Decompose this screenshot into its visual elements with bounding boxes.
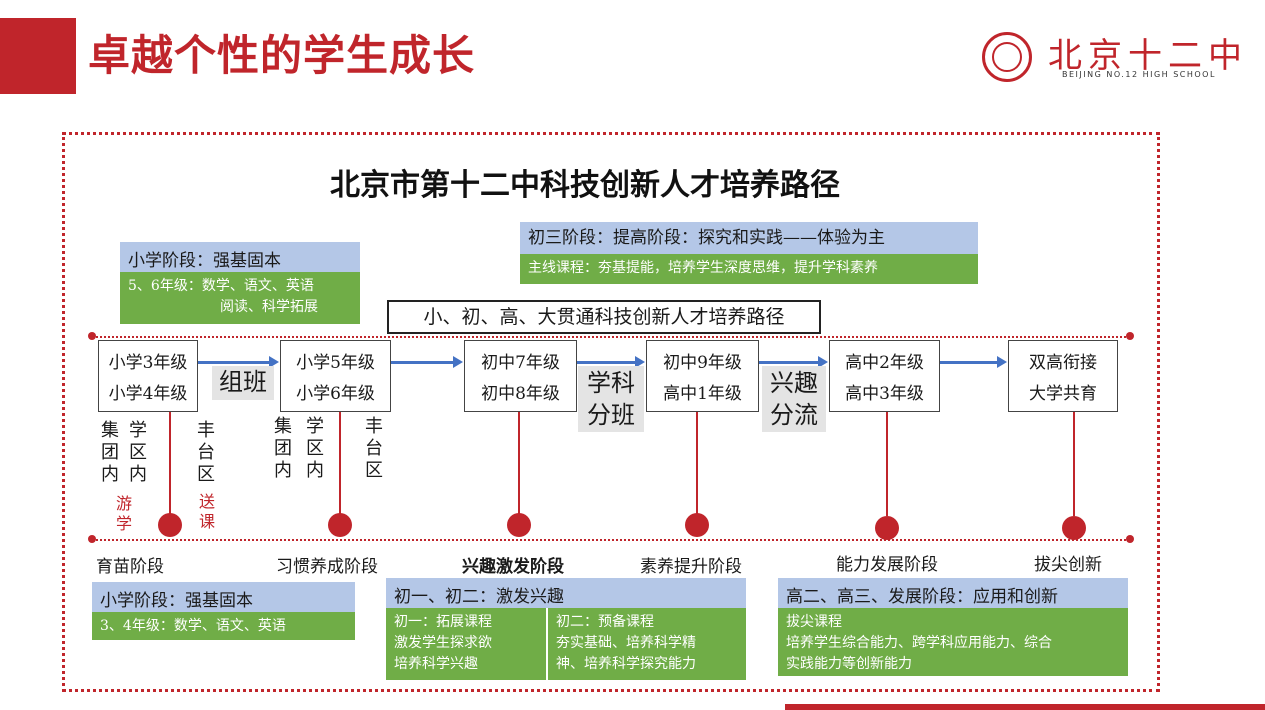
top-left-body-line1: 5、6年级：数学、语文、英语 [128, 278, 314, 294]
stem-4 [696, 412, 698, 516]
stem-2 [339, 412, 341, 516]
red-label-send-course: 送课 [198, 492, 215, 531]
connector-subject-class: 学科分班 [578, 366, 644, 432]
grade-box-4-line1: 初中9年级 [663, 352, 742, 373]
grade-box-3: 初中7年级 初中8年级 [464, 340, 577, 412]
bottom-mid-col1-line3: 培养科学兴趣 [394, 656, 478, 672]
vertical-label-6: 丰台区 [365, 416, 383, 481]
stage-label-2: 习惯养成阶段 [276, 557, 378, 577]
school-logo-english: BEIJING NO.12 HIGH SCHOOL [1062, 70, 1216, 79]
top-left-header: 小学阶段：强基固本 [120, 242, 360, 272]
grade-box-6-line2: 大学共育 [1029, 384, 1097, 405]
diagram-frame [62, 132, 1160, 692]
vertical-label-3: 丰台区 [197, 420, 215, 485]
school-logo-chinese: 北京十二中 [1048, 36, 1248, 76]
bottom-guide-end-left [88, 535, 96, 543]
stage-node-5 [875, 516, 899, 540]
grade-box-5: 高中2年级 高中3年级 [829, 340, 940, 412]
grade-box-6: 双高衔接 大学共育 [1008, 340, 1118, 412]
stem-3 [518, 412, 520, 516]
grade-box-1-line1: 小学3年级 [108, 352, 188, 373]
bottom-mid-header: 初一、初二：激发兴趣 [386, 578, 746, 608]
arrow-4 [759, 356, 828, 368]
bottom-left-body: 3、4年级：数学、语文、英语 [92, 612, 355, 640]
diagram-title: 北京市第十二中科技创新人才培养路径 [330, 168, 840, 203]
grade-box-3-line2: 初中8年级 [481, 384, 560, 405]
vertical-label-4: 集团内 [274, 416, 292, 481]
bottom-mid-col1: 初一：拓展课程 激发学生探求欲 培养科学兴趣 [386, 608, 546, 680]
arrow-2 [391, 356, 463, 368]
stage-label-1: 育苗阶段 [96, 557, 164, 577]
stage-node-3 [507, 513, 531, 537]
top-guide-end-right [1126, 332, 1134, 340]
grade-box-2-line1: 小学5年级 [296, 352, 375, 373]
red-label-study-tour: 游学 [115, 494, 132, 533]
stage-node-6 [1062, 516, 1086, 540]
vertical-label-5: 学区内 [306, 416, 324, 481]
connector-group-class: 组班 [212, 366, 274, 400]
bottom-guide-line [92, 539, 1130, 541]
arrow-5 [940, 356, 1007, 368]
arrow-3 [577, 356, 645, 368]
bottom-mid-col1-line1: 初一：拓展课程 [394, 614, 492, 630]
bottom-right-body-line1: 拔尖课程 [786, 614, 842, 630]
top-right-header: 初三阶段：提高阶段：探究和实践——体验为主 [520, 222, 978, 254]
bottom-mid-col2-line3: 神、培养科学探究能力 [556, 656, 696, 672]
stage-node-4 [685, 513, 709, 537]
bottom-right-body-line2: 培养学生综合能力、跨学科应用能力、综合 [786, 635, 1052, 651]
bottom-left-header: 小学阶段：强基固本 [92, 582, 355, 612]
stem-1 [169, 412, 171, 516]
stage-label-4: 素养提升阶段 [640, 557, 742, 577]
connector-subject-class-text: 学科分班 [587, 369, 635, 429]
connector-interest-stream: 兴趣分流 [762, 366, 826, 432]
bottom-mid-col2-line1: 初二：预备课程 [556, 614, 654, 630]
top-guide-end-left [88, 332, 96, 340]
bottom-guide-end-right [1126, 535, 1134, 543]
stage-label-5: 能力发展阶段 [836, 555, 938, 575]
arrow-1 [198, 356, 279, 368]
vertical-label-1: 集团内 [101, 420, 119, 485]
top-right-body: 主线课程：夯基提能，培养学生深度思维，提升学科素养 [520, 254, 978, 284]
header-accent-bar [0, 18, 76, 94]
school-seal-icon [982, 32, 1032, 82]
connector-interest-stream-text: 兴趣分流 [770, 369, 818, 429]
grade-box-6-line1: 双高衔接 [1029, 352, 1097, 373]
stage-node-1 [158, 513, 182, 537]
bottom-mid-col2-line2: 夯实基础、培养科学精 [556, 635, 696, 651]
grade-box-1-line2: 小学4年级 [108, 384, 188, 405]
stem-5 [886, 412, 888, 516]
path-label: 小、初、高、大贯通科技创新人才培养路径 [387, 300, 821, 334]
page-title: 卓越个性的学生成长 [88, 31, 476, 80]
grade-box-1: 小学3年级 小学4年级 [98, 340, 198, 412]
stem-6 [1073, 412, 1075, 516]
vertical-label-2: 学区内 [129, 420, 147, 485]
top-left-body: 5、6年级：数学、语文、英语 阅读、科学拓展 [120, 272, 360, 324]
grade-box-5-line2: 高中3年级 [845, 384, 924, 405]
stage-label-6: 拔尖创新 [1034, 555, 1102, 575]
grade-box-2: 小学5年级 小学6年级 [280, 340, 391, 412]
bottom-right-body-line3: 实践能力等创新能力 [786, 656, 912, 672]
grade-box-3-line1: 初中7年级 [481, 352, 560, 373]
stage-label-3: 兴趣激发阶段 [462, 557, 564, 577]
footer-accent-bar [785, 704, 1265, 710]
bottom-right-body: 拔尖课程 培养学生综合能力、跨学科应用能力、综合 实践能力等创新能力 [778, 608, 1128, 676]
grade-box-4: 初中9年级 高中1年级 [646, 340, 759, 412]
top-left-body-line2: 阅读、科学拓展 [220, 299, 318, 315]
stage-node-2 [328, 513, 352, 537]
top-guide-line [92, 336, 1130, 338]
bottom-mid-col2: 初二：预备课程 夯实基础、培养科学精 神、培养科学探究能力 [548, 608, 746, 680]
grade-box-5-line1: 高中2年级 [845, 352, 924, 373]
bottom-mid-col1-line2: 激发学生探求欲 [394, 635, 492, 651]
grade-box-2-line2: 小学6年级 [296, 384, 375, 405]
bottom-right-header: 高二、高三、发展阶段：应用和创新 [778, 578, 1128, 608]
grade-box-4-line2: 高中1年级 [663, 384, 742, 405]
